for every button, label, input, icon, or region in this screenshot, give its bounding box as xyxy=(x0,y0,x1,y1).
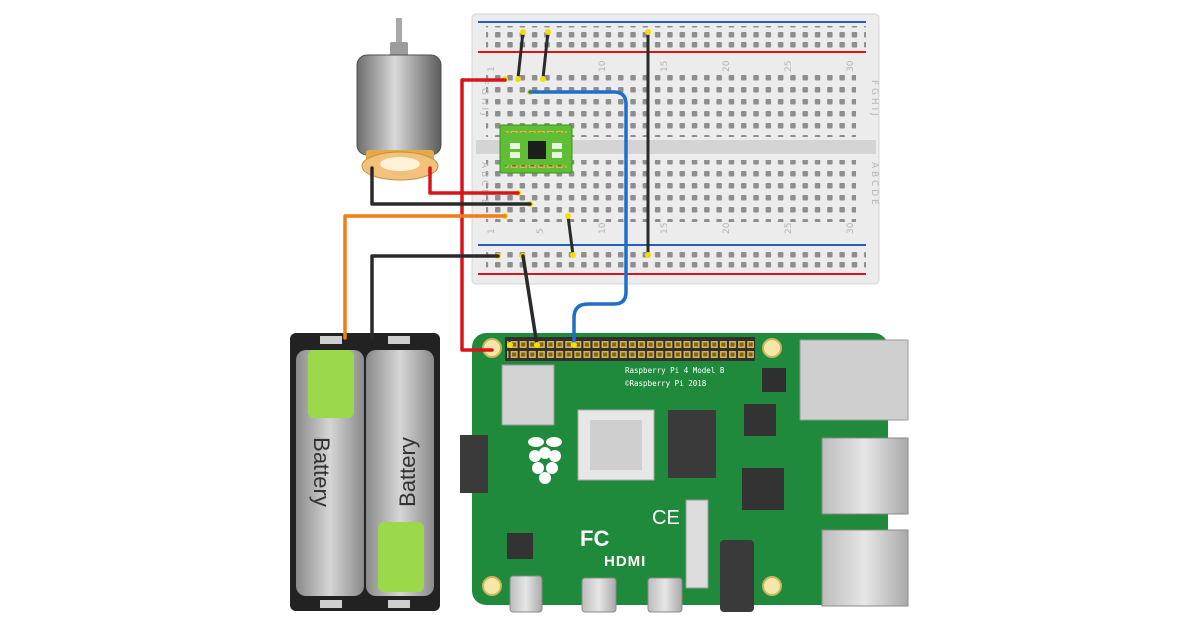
blue-signal-wire xyxy=(528,90,628,347)
row-labels-top-left: F G H I J xyxy=(479,80,489,116)
micro-hdmi-port-1 xyxy=(647,577,683,613)
raspberry-pi-board: Raspberry Pi 4 Model B ©Raspberry Pi 201… xyxy=(460,333,909,613)
jumper-wire-bottom xyxy=(566,215,575,256)
breadboard: 1 10 15 20 25 30 1 5 10 15 20 25 30 F G … xyxy=(471,13,880,285)
display-connector xyxy=(460,435,488,493)
ethernet-controller-chip xyxy=(742,468,784,510)
pi-model-label: Raspberry Pi 4 Model B xyxy=(625,366,725,375)
usb-port-pair-2 xyxy=(821,529,909,607)
battery-cell-1-label: Battery xyxy=(309,437,334,507)
micro-hdmi-port-0 xyxy=(581,577,617,613)
usb-controller-chip xyxy=(744,404,776,436)
mounting-holes xyxy=(482,338,782,596)
motor-red-lead xyxy=(428,166,520,195)
wires xyxy=(343,78,628,352)
motor-driver-module xyxy=(499,124,573,174)
jumper-wire-gnd-b xyxy=(541,31,550,79)
motor-black-lead xyxy=(370,166,532,206)
hdmi-logo: HDMI xyxy=(604,553,646,570)
col-label-15-bottom: 15 xyxy=(660,223,670,234)
audio-jack xyxy=(720,540,754,612)
col-label-20-bottom: 20 xyxy=(722,222,732,234)
driver-ic-chip xyxy=(528,141,546,159)
fc-logo: FC xyxy=(580,526,609,551)
ce-logo: CE xyxy=(652,507,680,529)
jumper-wire-gnd-a xyxy=(516,31,525,79)
bottom-rail-holes xyxy=(486,248,866,270)
col-label-5-bottom: 5 xyxy=(536,228,546,234)
battery-springs xyxy=(320,336,410,608)
battery-black-lead xyxy=(370,254,500,340)
pi-pin-markers xyxy=(507,342,577,348)
dc-motor xyxy=(356,18,442,181)
raspberry-logo-icon xyxy=(528,437,562,484)
wifi-shield xyxy=(501,364,555,426)
battery-cell-1: Battery xyxy=(296,350,364,596)
usb-port-pair-1 xyxy=(821,437,909,515)
pi-copyright-label: ©Raspberry Pi 2018 xyxy=(625,379,707,388)
pi-ground-wire xyxy=(521,254,539,347)
battery-cell-2: Battery xyxy=(366,350,434,596)
ethernet-port xyxy=(799,339,909,421)
col-label-1-top: 1 xyxy=(487,66,497,72)
row-labels-bottom-left: A B C D E xyxy=(479,162,489,205)
ram-chip xyxy=(668,410,716,478)
col-label-30-top: 30 xyxy=(846,60,856,72)
usb-c-power-port xyxy=(509,575,543,613)
col-label-30-bottom: 30 xyxy=(846,222,856,234)
col-label-25-bottom: 25 xyxy=(784,223,794,234)
camera-connector xyxy=(685,499,709,589)
col-label-20-top: 20 xyxy=(722,60,732,72)
row-labels-bottom-right: A B C D E xyxy=(869,162,879,205)
center-channel xyxy=(476,140,876,154)
col-label-15-top: 15 xyxy=(660,61,670,72)
poe-header xyxy=(762,368,786,392)
col-label-10-bottom: 10 xyxy=(598,222,608,234)
battery-cell-2-label: Battery xyxy=(395,437,420,507)
battery-orange-lead xyxy=(343,214,507,340)
pmic-chip xyxy=(507,533,533,559)
col-label-10-top: 10 xyxy=(598,60,608,72)
top-rail-holes xyxy=(486,26,866,48)
col-label-1-bottom: 1 xyxy=(487,228,497,234)
row-labels-top-right: F G H I J xyxy=(869,80,879,116)
col-label-25-top: 25 xyxy=(784,61,794,72)
battery-pack: Battery Battery xyxy=(290,333,440,611)
